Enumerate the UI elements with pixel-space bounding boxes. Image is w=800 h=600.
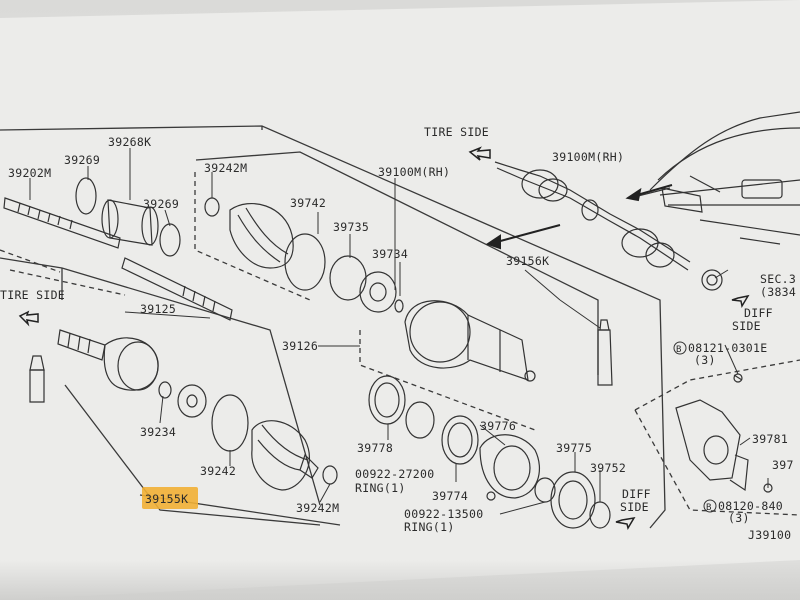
label-39742: 39742 — [290, 196, 326, 210]
monitor-bezel-shadow — [0, 560, 800, 600]
label-bolt-08121-qty: (3) — [694, 353, 716, 367]
arrow-icon — [468, 146, 491, 161]
label-39234: 39234 — [140, 425, 176, 439]
label-tire-side-top: TIRE SIDE — [424, 125, 489, 139]
direction-arrows — [485, 184, 673, 250]
label-bolt-08120-qty: (3) — [728, 511, 750, 525]
label-sec-3834: (3834 — [760, 285, 796, 299]
left-shaft-parts — [3, 177, 233, 321]
label-39126: 39126 — [282, 339, 318, 353]
label-39269a: 39269 — [64, 153, 100, 167]
label-tire-side-left: TIRE SIDE — [0, 288, 65, 302]
circled-b-icon-letter: B — [676, 345, 681, 355]
label-ring1-b: RING(1) — [404, 520, 455, 534]
label-sec-3: SEC.3 — [760, 272, 796, 286]
label-39202m: 39202M — [8, 166, 51, 180]
label-397: 397 — [772, 458, 794, 472]
label-diff-side-bottom-2: SIDE — [620, 500, 649, 514]
arrow-icon — [625, 187, 642, 202]
label-39156k: 39156K — [506, 254, 549, 268]
bearing-seal-parts — [368, 375, 611, 529]
label-39242m-bottom: 39242M — [296, 501, 339, 515]
axle-assembly-illustration — [494, 111, 800, 291]
cv-joint-parts — [359, 271, 613, 386]
label-diff-side-right-2: SIDE — [732, 319, 761, 333]
arrow-icon — [731, 294, 750, 309]
label-diff-side-bottom-1: DIFF — [622, 487, 651, 501]
label-39268k: 39268K — [108, 135, 151, 149]
leader-lines — [29, 148, 769, 515]
label-00922-13500: 00922-13500 — [404, 507, 483, 521]
arrow-icon — [18, 310, 39, 327]
middle-boot-parts — [204, 197, 367, 301]
label-39734: 39734 — [372, 247, 408, 261]
label-diff-side-right-1: DIFF — [744, 306, 773, 320]
label-39776: 39776 — [480, 419, 516, 433]
label-39125: 39125 — [140, 302, 176, 316]
circled-b-icon — [703, 499, 717, 513]
arrow-icon — [615, 516, 636, 530]
label-39774: 39774 — [432, 489, 468, 503]
label-39242: 39242 — [200, 464, 236, 478]
label-bolt-08121: 08121-0301E — [688, 341, 767, 355]
arrow-icon — [485, 234, 501, 250]
label-39100m-rh-top: 39100M(RH) — [552, 150, 624, 164]
circled-b-icon — [673, 341, 687, 355]
label-39781: 39781 — [752, 432, 788, 446]
label-39242m-top: 39242M — [204, 161, 247, 175]
label-39775: 39775 — [556, 441, 592, 455]
diagram-code: J39100 — [748, 528, 791, 542]
label-ring1-a: RING(1) — [355, 481, 406, 495]
label-39778: 39778 — [357, 441, 393, 455]
circled-b-icon-letter: B — [706, 503, 711, 513]
label-39155k: 39155K — [145, 492, 188, 506]
label-bolt-08120: 08120-840 — [718, 499, 783, 513]
label-39100m-rh-center: 39100M(RH) — [378, 165, 450, 179]
label-39735: 39735 — [333, 220, 369, 234]
label-39269b: 39269 — [143, 197, 179, 211]
direction-outline-arrows — [18, 146, 750, 530]
part-labels: 39202M 39269 39268K 39269 39242M 39742 3… — [0, 125, 796, 542]
label-00922-27200: 00922-27200 — [355, 467, 434, 481]
highlighted-part-39155k — [142, 487, 198, 509]
label-39752: 39752 — [590, 461, 626, 475]
